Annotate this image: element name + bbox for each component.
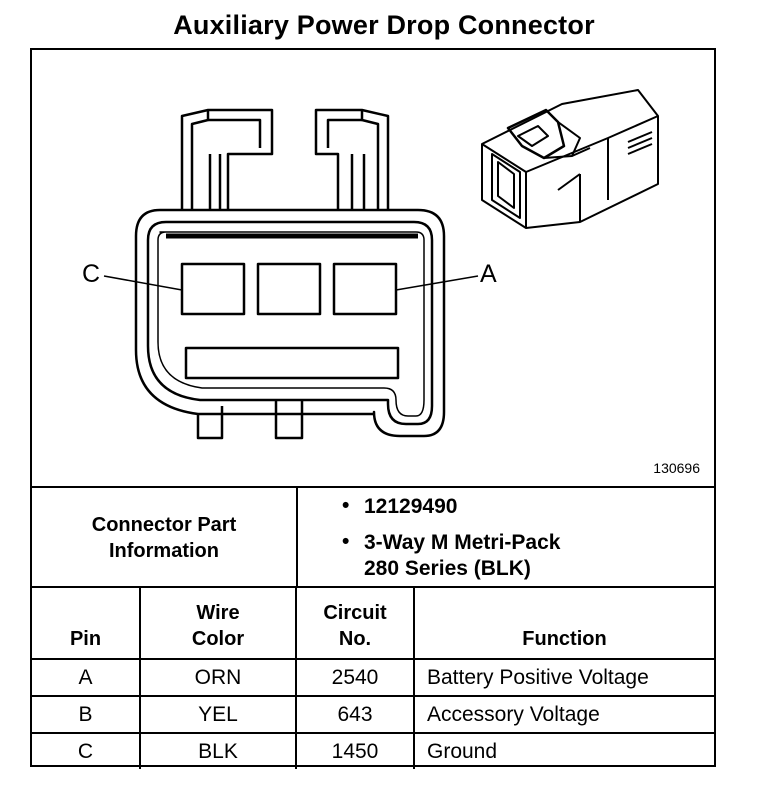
- part-number-line1: 12129490: [364, 495, 458, 518]
- header-pin-line2: Pin: [69, 628, 102, 650]
- callout-label-a: A: [480, 260, 497, 288]
- header-function: Function: [413, 586, 714, 660]
- cell-wire-color: ORN: [139, 658, 297, 697]
- connector-info-label-line2: Information: [109, 540, 219, 562]
- header-wire-color-line1: Wire: [196, 602, 240, 624]
- lower-slot: [184, 346, 400, 380]
- pin-table: Pin Wire Color Circuit No. Function A OR…: [32, 586, 714, 769]
- connector-sheet: C A 130696 Connector Part Information • …: [30, 48, 716, 769]
- table-row: A ORN 2540 Battery Positive Voltage: [32, 658, 714, 697]
- connector-figure: C A 130696: [32, 50, 714, 486]
- connector-info-label: Connector Part Information: [32, 488, 298, 588]
- cell-function: Ground: [413, 732, 714, 769]
- header-circuit-no-line1: Circuit: [323, 602, 387, 624]
- connector-description: 3-Way M Metri-Pack 280 Series (BLK): [364, 530, 560, 582]
- cell-circuit-no: 2540: [295, 658, 415, 697]
- header-pin: Pin: [32, 586, 141, 660]
- terminal-cavity-a: [332, 262, 398, 316]
- pin-table-header: Pin Wire Color Circuit No. Function: [32, 586, 714, 660]
- callout-line-c: [103, 275, 183, 291]
- bullet-dot: •: [342, 530, 350, 553]
- header-function-line2: Function: [522, 628, 607, 650]
- connector-description-line2: 280 Series (BLK): [364, 557, 531, 580]
- table-row: B YEL 643 Accessory Voltage: [32, 695, 714, 734]
- connector-drawing: [103, 89, 659, 440]
- header-circuit-no: Circuit No.: [295, 586, 415, 660]
- header-circuit-no-line2: No.: [338, 628, 372, 650]
- connector-info-label-line1: Connector Part: [91, 514, 237, 536]
- connector-description-line1: 3-Way M Metri-Pack: [364, 531, 561, 554]
- cell-wire-color: BLK: [139, 732, 297, 769]
- page-title: Auxiliary Power Drop Connector: [173, 10, 595, 40]
- bullet-dot: •: [342, 494, 350, 517]
- right-latch: [314, 108, 390, 210]
- cell-wire-color: YEL: [139, 695, 297, 734]
- connector-info-list: • 12129490 • 3-Way M Metri-Pack 280 Seri…: [298, 488, 714, 588]
- cell-pin: B: [32, 695, 141, 734]
- connector-housing-inner: [146, 220, 434, 426]
- connector-iso-view: [481, 89, 659, 229]
- header-wire-color: Wire Color: [139, 586, 297, 660]
- callout-label-c: C: [82, 260, 101, 288]
- connector-part-info: Connector Part Information • 12129490 • …: [32, 486, 714, 588]
- connector-housing-outer: [134, 208, 446, 438]
- cell-function: Accessory Voltage: [413, 695, 714, 734]
- table-row: C BLK 1450 Ground: [32, 732, 714, 769]
- cell-circuit-no: 1450: [295, 732, 415, 769]
- left-latch: [180, 108, 274, 210]
- terminal-cavity-b: [256, 262, 322, 316]
- header-wire-color-line2: Color: [191, 628, 245, 650]
- figure-id: 130696: [653, 460, 700, 476]
- cell-pin: C: [32, 732, 141, 769]
- cell-pin: A: [32, 658, 141, 697]
- part-number: 12129490: [364, 494, 457, 520]
- terminal-cavity-c: [180, 262, 246, 316]
- cell-function: Battery Positive Voltage: [413, 658, 714, 697]
- cell-circuit-no: 643: [295, 695, 415, 734]
- callout-line-a: [395, 275, 479, 291]
